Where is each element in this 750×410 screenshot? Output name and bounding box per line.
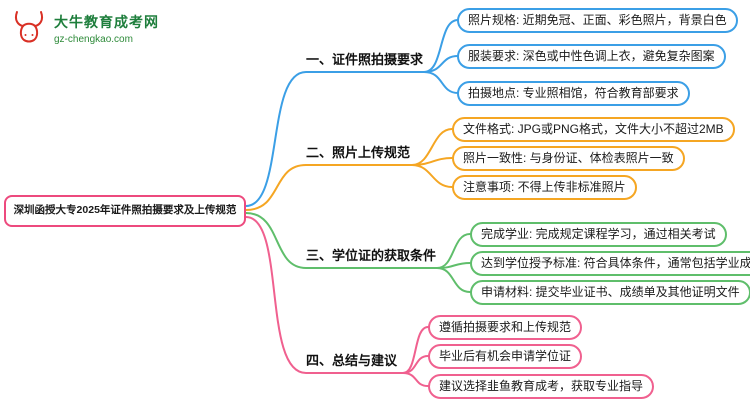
branch3-lines: [245, 212, 471, 293]
mindmap-item: 建议选择韭鱼教育成考，获取专业指导: [428, 374, 655, 399]
logo-title: 大牛教育成考网: [54, 13, 159, 30]
mindmap-item: 拍摄地点: 专业照相馆，符合教育部要求: [457, 81, 690, 106]
mindmap-item: 服装要求: 深色或中性色调上衣，避免复杂图案: [457, 44, 726, 69]
site-logo: 大牛教育成考网 gz-chengkao.com: [10, 8, 159, 48]
mindmap-item: 照片规格: 近期免冠、正面、彩色照片，背景白色: [457, 8, 738, 33]
mindmap-root-node: 深圳函授大专2025年证件照拍摄要求及上传规范: [4, 195, 246, 227]
branch-label-2: 二、照片上传规范: [306, 145, 411, 160]
mindmap-item: 完成学业: 完成规定课程学习，通过相关考试: [470, 222, 727, 247]
mindmap-item: 申请材料: 提交毕业证书、成绩单及其他证明文件: [470, 280, 750, 305]
bull-icon: [14, 11, 44, 43]
mindmap-item: 注意事项: 不得上传非标准照片: [452, 175, 637, 200]
mindmap-item: 达到学位授予标准: 符合具体条件，通常包括学业成绩: [470, 251, 750, 276]
branch-label-4: 四、总结与建议: [306, 353, 398, 368]
mindmap-item: 毕业后有机会申请学位证: [428, 344, 583, 369]
mindmap-item: 照片一致性: 与身份证、体检表照片一致: [452, 146, 685, 171]
branch1-lines: [245, 19, 459, 207]
branch4-lines: [245, 216, 429, 387]
logo-text: 大牛教育成考网 gz-chengkao.com: [54, 12, 159, 45]
branch2-lines: [245, 128, 453, 211]
mindmap-item: 遵循拍摄要求和上传规范: [428, 315, 583, 340]
branch-label-1: 一、证件照拍摄要求: [306, 52, 424, 67]
branch-label-3: 三、学位证的获取条件: [306, 248, 437, 263]
mindmap-item: 文件格式: JPG或PNG格式，文件大小不超过2MB: [452, 117, 735, 142]
logo-domain: gz-chengkao.com: [54, 33, 133, 45]
